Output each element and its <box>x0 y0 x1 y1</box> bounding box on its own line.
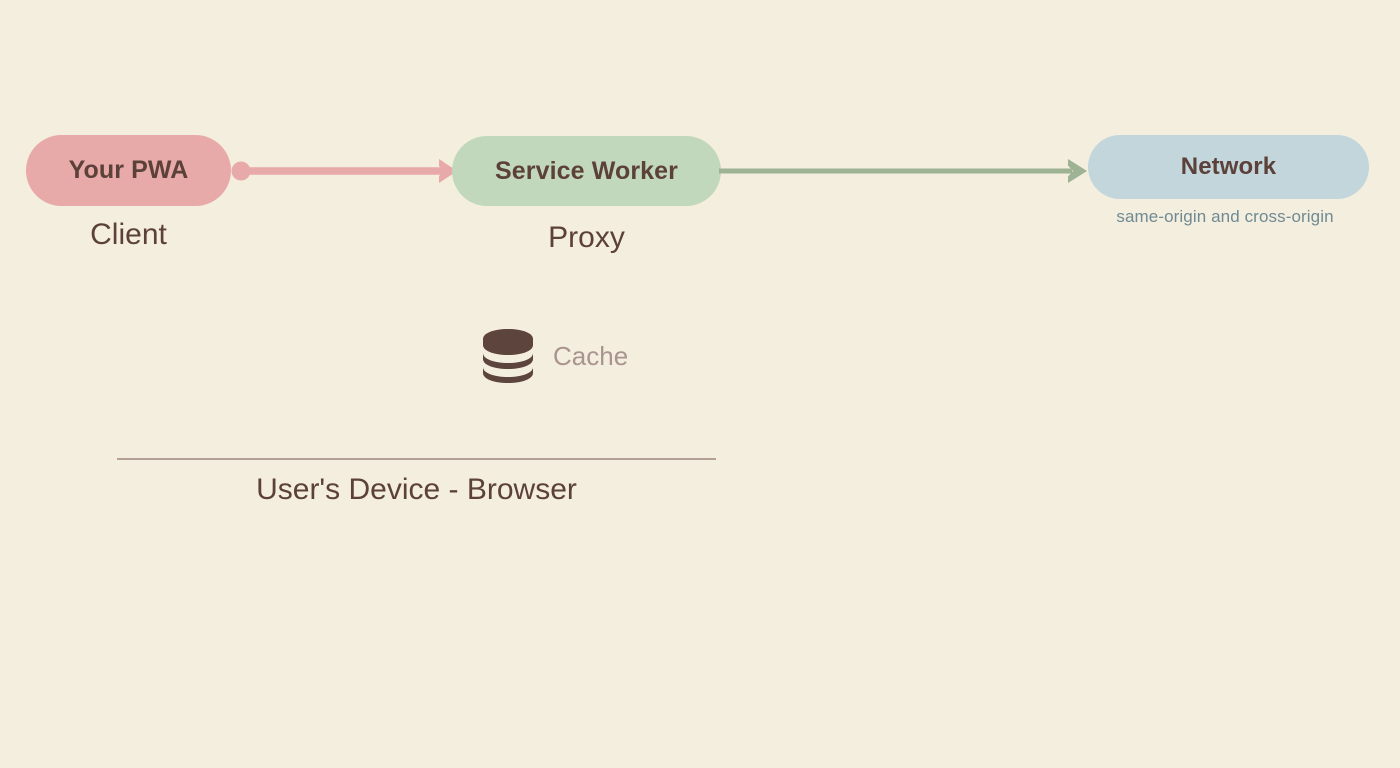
node-network[interactable]: Network <box>1088 135 1369 199</box>
database-icon <box>483 329 533 383</box>
node-your-pwa-caption: Client <box>90 218 167 251</box>
cache-label: Cache <box>553 340 629 371</box>
arrow-service-worker-to-network <box>719 159 1087 183</box>
node-service-worker[interactable]: Service Worker <box>452 136 721 206</box>
device-boundary-label: User's Device - Browser <box>256 473 577 506</box>
arrow-pwa-to-service-worker <box>231 159 457 183</box>
node-your-pwa-label: Your PWA <box>68 156 189 184</box>
device-boundary-line <box>117 458 716 460</box>
node-service-worker-label: Service Worker <box>495 156 678 185</box>
node-network-caption: same-origin and cross-origin <box>1116 207 1334 226</box>
cache-storage[interactable]: Cache <box>481 327 628 385</box>
node-network-label: Network <box>1180 153 1277 180</box>
node-your-pwa[interactable]: Your PWA <box>26 135 231 206</box>
node-service-worker-caption: Proxy <box>548 221 625 254</box>
